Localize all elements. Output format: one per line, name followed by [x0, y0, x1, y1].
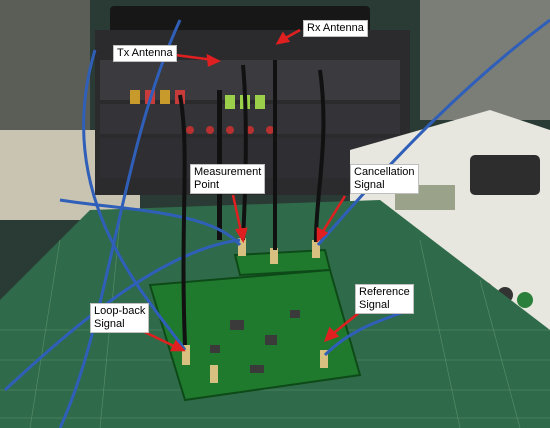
pcb-components	[210, 310, 300, 373]
green-terminal	[517, 292, 533, 308]
coax-cables	[3, 18, 550, 428]
arrow-reference	[329, 311, 361, 337]
reference-signal-label: Reference Signal	[355, 284, 414, 314]
rx-antenna	[273, 60, 277, 250]
arrowhead-loopback	[169, 339, 186, 352]
arrowhead-measurement	[234, 227, 248, 244]
cancellation-signal-label: Cancellation Signal	[350, 164, 419, 194]
sma-connectors	[182, 238, 328, 383]
wall-right	[420, 0, 550, 120]
arrow-cancellation	[318, 195, 347, 237]
handheld-device	[470, 155, 540, 195]
arrowhead-tx	[206, 53, 221, 67]
black-cables	[178, 64, 326, 346]
measurement-point-label: Measurement Point	[190, 164, 266, 194]
loopback-signal-label: Loop-back Signal	[90, 303, 150, 333]
arrowhead-reference	[323, 326, 340, 343]
arrowhead-rx	[275, 31, 291, 45]
rx-antenna-label: Rx Antenna	[303, 20, 368, 37]
arrowhead-cancellation	[316, 226, 329, 243]
tx-antenna-label: Tx Antenna	[113, 45, 177, 62]
pcb-main	[148, 268, 362, 402]
